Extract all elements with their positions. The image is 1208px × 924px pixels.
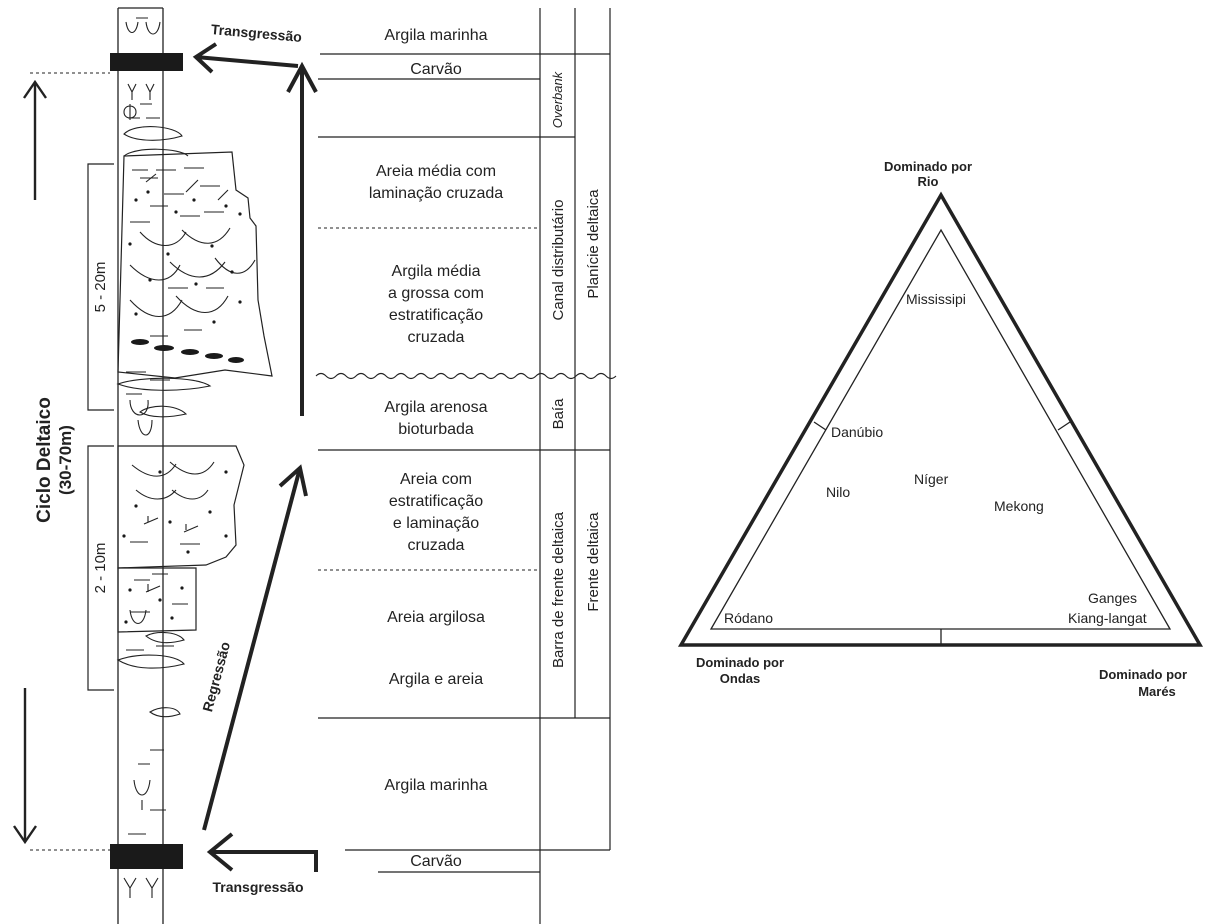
delta-danubio: Danúbio	[831, 424, 883, 440]
env-delta-plain: Planície deltaica	[585, 189, 602, 299]
subenv-channel: Canal distributário	[550, 200, 567, 321]
regression-arrow	[202, 464, 308, 831]
apex-river-line1: Dominado por	[884, 159, 972, 174]
unit-sand-strat-line2: estratificação	[389, 493, 483, 510]
subenv-bay: Baía	[550, 398, 567, 430]
unit-sand-strat-line4: cruzada	[408, 537, 465, 554]
unit-coal-top: Carvão	[410, 61, 462, 78]
delta-classification-triangle: Dominado por Rio Dominado por Ondas Domi…	[677, 159, 1204, 699]
cycle-range: (30-70m)	[56, 425, 75, 495]
delta-rodano: Ródano	[724, 610, 773, 626]
apex-tides-line1: Dominado por	[1099, 667, 1187, 682]
transgression-arrow-top	[192, 42, 299, 74]
unit-bay-clay-line2: bioturbada	[398, 421, 474, 438]
unit-clay-and-sand: Argila e areia	[389, 671, 483, 688]
delta-niger: Níger	[914, 471, 949, 487]
unit-coal-bottom: Carvão	[410, 853, 462, 870]
env-delta-front: Frente deltaica	[585, 512, 602, 612]
triangle-inner	[709, 228, 1172, 630]
delta-mekong: Mekong	[994, 498, 1044, 514]
apex-waves-line1: Dominado por	[696, 655, 784, 670]
transgression-label-top: Transgressão	[210, 21, 302, 45]
transgression-arrow-bottom	[206, 832, 318, 872]
unit-bay-clay-line1: Argila arenosa	[384, 399, 487, 416]
lithology-table: Argila marinha Carvão Areia média com la…	[315, 8, 617, 924]
delta-nilo: Nilo	[826, 484, 850, 500]
unit-clay-mid-line4: cruzada	[408, 329, 465, 346]
unit-sand-strat-line1: Areia com	[400, 471, 472, 488]
subenv-mouth-bar: Barra de frente deltaica	[550, 511, 567, 668]
delta-mississipi: Mississipi	[906, 291, 966, 307]
delta-ganges: Ganges	[1088, 590, 1137, 606]
unit-clay-mid-line2: a grossa com	[388, 285, 484, 302]
unit-marine-clay-bottom: Argila marinha	[384, 777, 487, 794]
unit-clay-mid-line3: estratificação	[389, 307, 483, 324]
sand-body-thin	[117, 567, 197, 633]
delta-kiang-langat: Kiang-langat	[1068, 610, 1147, 626]
triangle-outer	[677, 191, 1204, 647]
cycle-title: Ciclo Deltaico	[34, 397, 55, 523]
regression-label: Regressão	[199, 640, 233, 713]
transgression-label-bottom: Transgressão	[212, 879, 303, 895]
main-upward-arrow	[286, 61, 318, 416]
subenv-overbank: Overbank	[550, 70, 565, 128]
unit-sand-strat-line3: e laminação	[393, 515, 479, 532]
apex-waves-line2: Ondas	[720, 671, 760, 686]
sand-body-lower	[117, 445, 245, 569]
unit-marine-clay-top: Argila marinha	[384, 27, 487, 44]
apex-tides-line2: Marés	[1138, 684, 1176, 699]
thickness-upper-label: 5 - 20m	[92, 262, 109, 313]
stratigraphic-column: 5 - 20m 2 - 10m Ciclo Deltaico (30-70m) …	[13, 7, 318, 924]
thickness-lower-label: 2 - 10m	[92, 543, 109, 594]
apex-river-line2: Rio	[918, 174, 939, 189]
cycle-arrow-down	[13, 688, 37, 845]
unit-sand-cross-line1: Areia média com	[376, 163, 496, 180]
coal-bed-bottom	[110, 844, 183, 869]
unit-clayey-sand: Areia argilosa	[387, 609, 485, 626]
coal-bed-top	[110, 53, 183, 71]
unit-sand-cross-line2: laminação cruzada	[369, 185, 503, 202]
cycle-arrow-up	[23, 79, 47, 200]
unit-clay-mid-line1: Argila média	[392, 263, 481, 280]
